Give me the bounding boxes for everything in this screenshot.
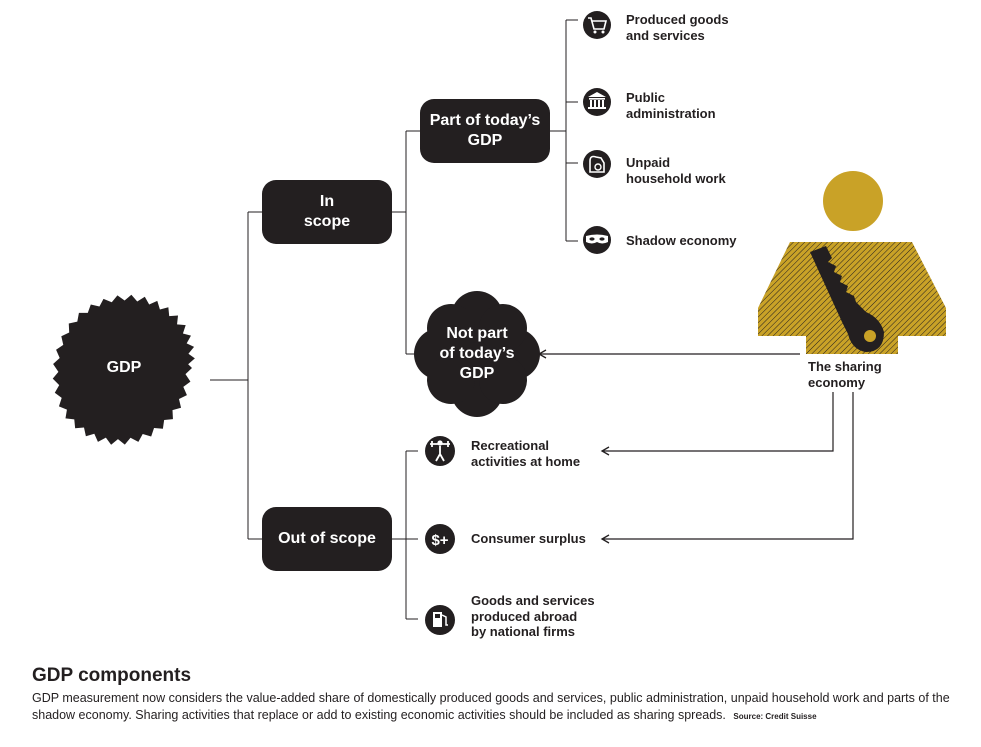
not-part-label-line2: of today’s (440, 344, 515, 364)
sharing-economy-arrows (539, 354, 853, 539)
arrow-to-recreational (602, 392, 833, 451)
leaf-line: activities at home (471, 454, 580, 470)
mask-icon (583, 226, 611, 254)
leaf-line: household work (626, 171, 726, 187)
leaf-goods-produced-abroad: Goods and services produced abroad by na… (471, 593, 595, 640)
in-scope-label-line1: In (320, 192, 334, 212)
leaf-shadow-economy: Shadow economy (626, 233, 737, 249)
gas-pump-icon (425, 605, 455, 635)
leaf-line: Shadow economy (626, 233, 737, 249)
leaf-line: Recreational (471, 438, 580, 454)
caption-body: GDP measurement now considers the value-… (32, 690, 952, 725)
leaf-line: by national firms (471, 624, 595, 640)
leaf-line: Goods and services (471, 593, 595, 609)
leaf-line: Public (626, 90, 716, 106)
leaf-public-administration: Public administration (626, 90, 716, 121)
shopping-cart-icon (583, 11, 611, 39)
leaf-unpaid-household-work: Unpaid household work (626, 155, 726, 186)
caption-title: GDP components (32, 665, 191, 687)
sharing-economy-label: The sharing economy (808, 359, 882, 390)
part-of-gdp-node: Part of today’s GDP (420, 99, 550, 163)
sharing-economy-line1: The sharing (808, 359, 882, 375)
person-lifting-weights-icon (425, 436, 455, 466)
not-part-label-line1: Not part (446, 324, 507, 344)
leaf-line: and services (626, 28, 729, 44)
not-part-of-gdp-node: Not part of today’s GDP (427, 322, 527, 386)
leaf-line: administration (626, 106, 716, 122)
government-building-icon (583, 88, 611, 116)
leaf-line: produced abroad (471, 609, 595, 625)
leaf-produced-goods: Produced goods and services (626, 12, 729, 43)
arrow-to-consumer-surplus (602, 392, 853, 539)
svg-text:$+: $+ (431, 532, 448, 549)
caption-source: Source: Credit Suisse (733, 712, 816, 721)
person-with-key-icon (758, 171, 946, 354)
in-scope-node: In scope (262, 180, 392, 244)
part-of-gdp-label-line2: GDP (468, 131, 503, 151)
in-scope-label-line2: scope (304, 212, 350, 232)
washing-machine-icon (583, 150, 611, 178)
not-part-label-line3: GDP (460, 364, 495, 384)
leaf-consumer-surplus: Consumer surplus (471, 531, 586, 547)
out-of-scope-label: Out of scope (278, 529, 376, 549)
leaf-recreational-activities: Recreational activities at home (471, 438, 580, 469)
dollar-plus-icon: $+ (425, 524, 455, 554)
gdp-root-label: GDP (92, 356, 156, 380)
leaf-line: Consumer surplus (471, 531, 586, 547)
gdp-label-text: GDP (107, 359, 142, 377)
leaf-line: Produced goods (626, 12, 729, 28)
part-of-gdp-label-line1: Part of today’s (430, 111, 541, 131)
out-of-scope-node: Out of scope (262, 507, 392, 571)
sharing-economy-line2: economy (808, 375, 882, 391)
leaf-line: Unpaid (626, 155, 726, 171)
